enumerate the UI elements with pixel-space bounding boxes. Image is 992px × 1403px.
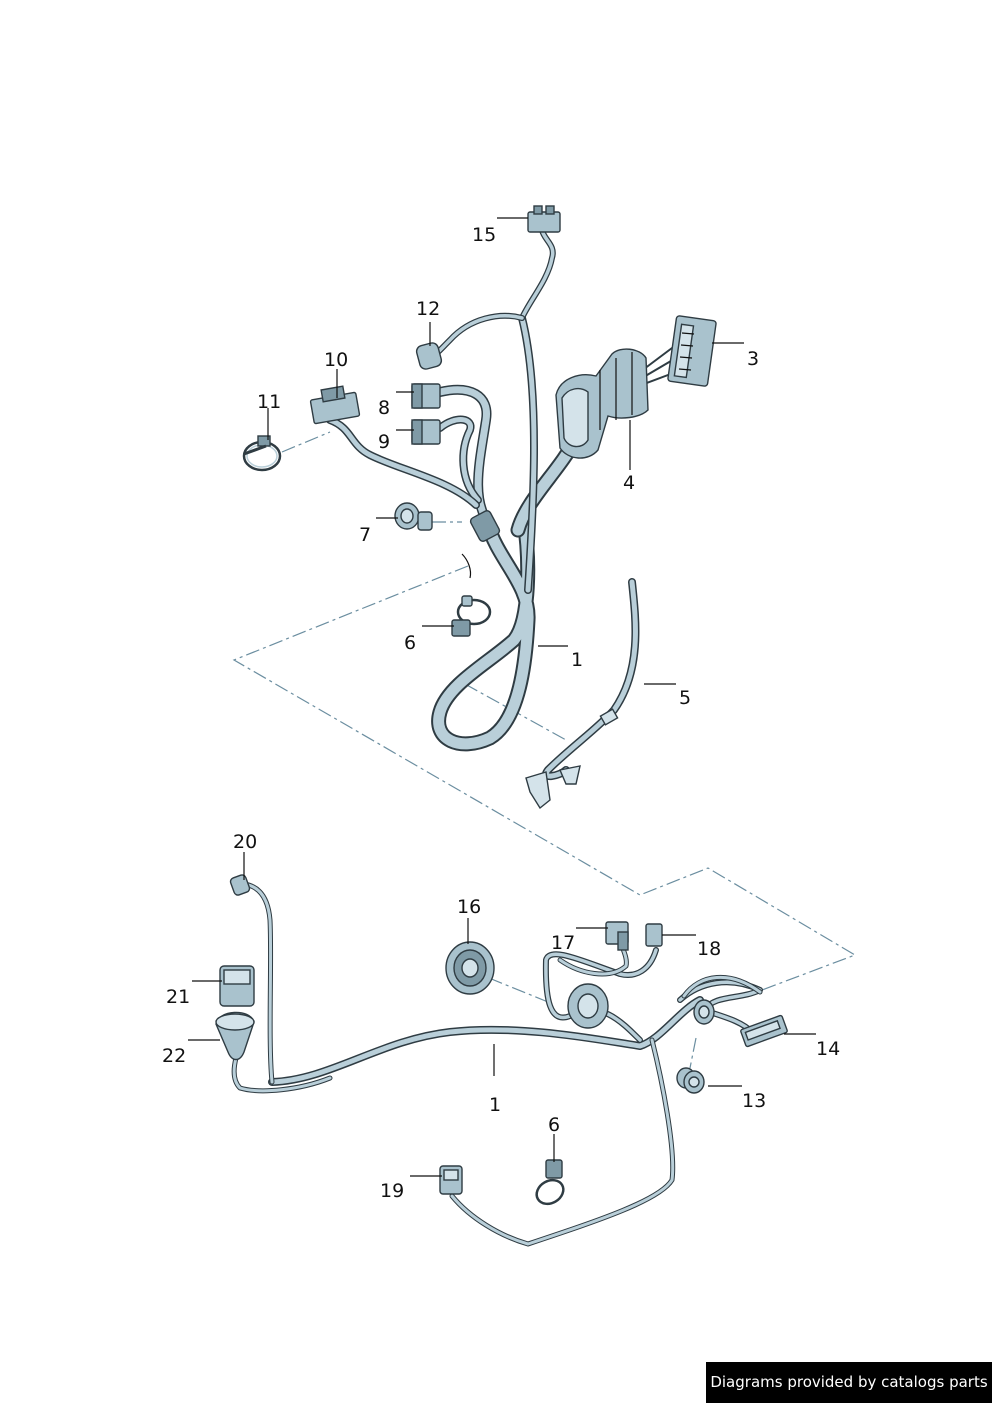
clip-6-upper <box>451 595 492 637</box>
boot-4 <box>555 348 649 459</box>
label-14: 14 <box>816 1038 840 1060</box>
grommet-16 <box>445 941 495 995</box>
grommet-7 <box>394 502 433 531</box>
label-1-upper: 1 <box>571 649 583 671</box>
connector-10 <box>309 385 361 425</box>
wire-5 <box>525 578 640 810</box>
clip-6-lower <box>535 1159 565 1206</box>
label-12: 12 <box>416 298 440 320</box>
connector-12 <box>415 342 443 370</box>
label-22: 22 <box>162 1045 186 1067</box>
connector-19 <box>439 1165 463 1195</box>
boot-22 <box>215 1011 255 1061</box>
label-8: 8 <box>378 397 390 419</box>
grommet-lower <box>567 983 609 1029</box>
cable-tie-11 <box>242 435 282 472</box>
connector-17 <box>605 921 629 951</box>
label-17: 17 <box>551 932 575 954</box>
label-6-lower: 6 <box>548 1114 560 1136</box>
label-13: 13 <box>742 1090 766 1112</box>
label-5: 5 <box>679 687 691 709</box>
leader-lines <box>188 217 816 1177</box>
label-1-lower: 1 <box>489 1094 501 1116</box>
label-4: 4 <box>623 472 635 494</box>
connector-18 <box>645 923 663 947</box>
label-11: 11 <box>257 391 281 413</box>
upper-harness <box>326 227 583 752</box>
connector-20 <box>229 874 251 896</box>
label-9: 9 <box>378 431 390 453</box>
connector-21 <box>219 965 255 1007</box>
label-3: 3 <box>747 348 759 370</box>
connector-15 <box>527 205 561 233</box>
label-10: 10 <box>324 349 348 371</box>
footer-credit: Diagrams provided by catalogs parts <box>706 1362 992 1403</box>
connector-8 <box>411 383 441 409</box>
reference-lines <box>232 431 857 1069</box>
label-21: 21 <box>166 986 190 1008</box>
label-19: 19 <box>380 1180 404 1202</box>
connector-3 <box>639 315 717 387</box>
grommet-right <box>693 999 715 1025</box>
lower-harness <box>231 881 763 1247</box>
connector-9 <box>411 419 441 445</box>
label-20: 20 <box>233 831 257 853</box>
label-6-upper: 6 <box>404 632 416 654</box>
grommet-13 <box>676 1067 705 1094</box>
callout-labels: 15 12 3 10 11 8 9 4 7 6 1 5 20 16 17 18 … <box>162 224 840 1202</box>
connector-14 <box>740 1014 788 1048</box>
label-15: 15 <box>472 224 496 246</box>
label-18: 18 <box>697 938 721 960</box>
label-16: 16 <box>457 896 481 918</box>
label-7: 7 <box>359 524 371 546</box>
